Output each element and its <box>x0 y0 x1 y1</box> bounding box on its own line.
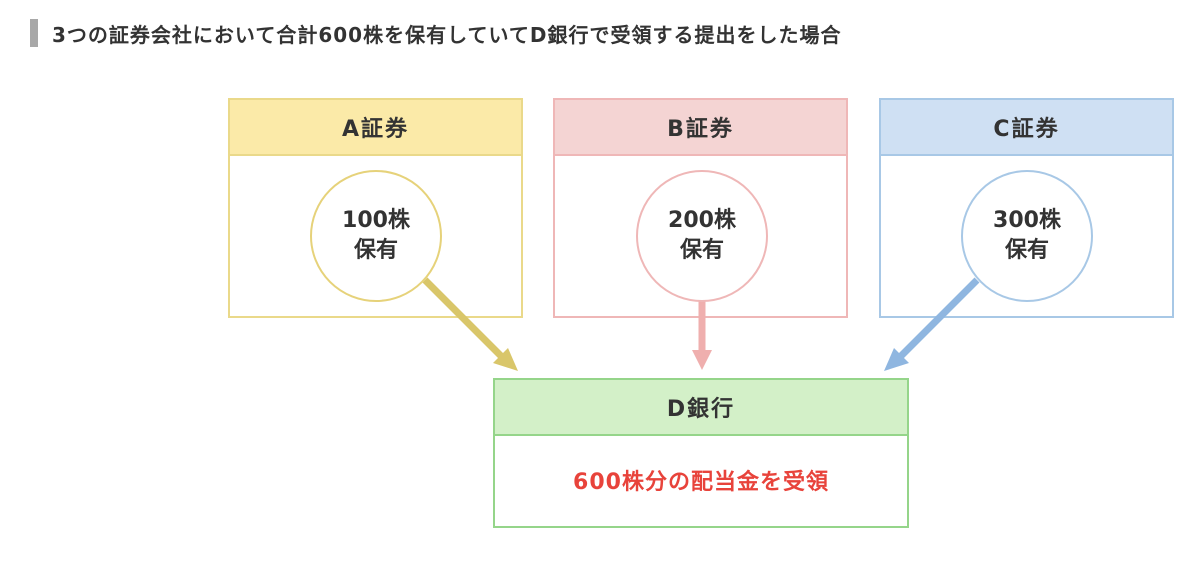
heading-text: 3つの証券会社において合計600株を保有していてD銀行で受領する提出をした場合 <box>52 22 842 47</box>
shares-a: 100株 <box>342 208 410 233</box>
holding-circle-a: 100株 保有 <box>310 170 442 302</box>
broker-a-header: A証券 <box>230 100 521 156</box>
shares-b: 200株 <box>668 208 736 233</box>
heading-accent-bar <box>30 19 38 47</box>
holding-circle-b: 200株 保有 <box>636 170 768 302</box>
holding-label-c: 保有 <box>1004 238 1049 263</box>
holding-circle-c: 300株 保有 <box>961 170 1093 302</box>
holding-label-a: 保有 <box>353 238 398 263</box>
broker-b-header: B証券 <box>555 100 846 156</box>
bank-box-d: D銀行 600株分の配当金を受領 <box>493 378 909 528</box>
diagram-heading: 3つの証券会社において合計600株を保有していてD銀行で受領する提出をした場合 <box>30 18 841 48</box>
shares-c: 300株 <box>993 208 1061 233</box>
broker-c-header: C証券 <box>881 100 1172 156</box>
holding-label-b: 保有 <box>679 238 724 263</box>
bank-result-text: 600株分の配当金を受領 <box>573 470 829 495</box>
bank-header: D銀行 <box>495 380 907 436</box>
